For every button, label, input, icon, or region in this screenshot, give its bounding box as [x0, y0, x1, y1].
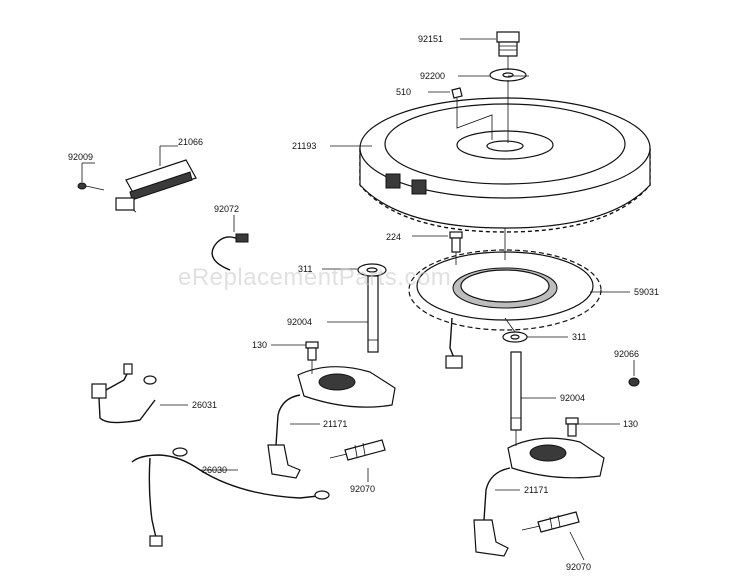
harness-26031 — [91, 363, 157, 424]
spacer-311-left — [357, 263, 387, 277]
stator-59031 — [408, 249, 602, 369]
label-21066: 21066 — [178, 137, 203, 147]
washer-92200 — [489, 68, 527, 82]
leader-lines — [81, 38, 635, 561]
bolt-130-left — [305, 341, 319, 361]
bolt-130-right — [565, 417, 579, 437]
spacer-311-right — [502, 331, 528, 343]
harness-26030 — [131, 447, 330, 547]
label-92070-left: 92070 — [350, 484, 375, 494]
label-92151: 92151 — [418, 34, 443, 44]
nut-92066 — [628, 377, 640, 387]
label-92070-right: 92070 — [566, 562, 591, 572]
label-311-right: 311 — [572, 332, 586, 342]
label-26030: 26030 — [202, 465, 227, 475]
label-92004-right: 92004 — [560, 393, 585, 403]
bolt-92151 — [496, 31, 520, 57]
ignition-coil-21171-right — [473, 437, 605, 557]
part-labels: 92151 92200 510 21193 21066 92009 92072 … — [68, 34, 659, 572]
clamp-92072 — [211, 233, 249, 271]
label-130-right: 130 — [623, 419, 638, 429]
label-21193: 21193 — [292, 141, 316, 151]
regulator-21066 — [115, 159, 197, 213]
watermark-text: eReplacementParts.com — [178, 264, 451, 291]
bolt-224 — [449, 231, 463, 253]
label-92009: 92009 — [68, 152, 93, 162]
bolt-92004-left — [367, 275, 379, 353]
label-311-left: 311 — [298, 264, 312, 274]
label-130-left: 130 — [252, 340, 267, 350]
label-21171-left: 21171 — [323, 419, 347, 429]
label-92004-left: 92004 — [287, 317, 312, 327]
ignition-coil-21171-left — [267, 366, 396, 479]
screw-92009 — [77, 182, 105, 191]
spark-plug-92070-right — [521, 511, 580, 533]
bolt-92004-right — [510, 351, 522, 431]
label-92072: 92072 — [214, 204, 239, 214]
label-92066: 92066 — [614, 349, 639, 359]
label-26031: 26031 — [192, 400, 217, 410]
label-21171-right: 21171 — [524, 485, 548, 495]
label-510: 510 — [396, 87, 411, 97]
label-92200: 92200 — [420, 71, 445, 81]
spark-plug-92070-left — [329, 439, 386, 461]
flywheel-21193 — [359, 97, 651, 233]
key-510 — [451, 87, 463, 99]
label-224: 224 — [386, 232, 401, 242]
label-59031: 59031 — [634, 287, 659, 297]
